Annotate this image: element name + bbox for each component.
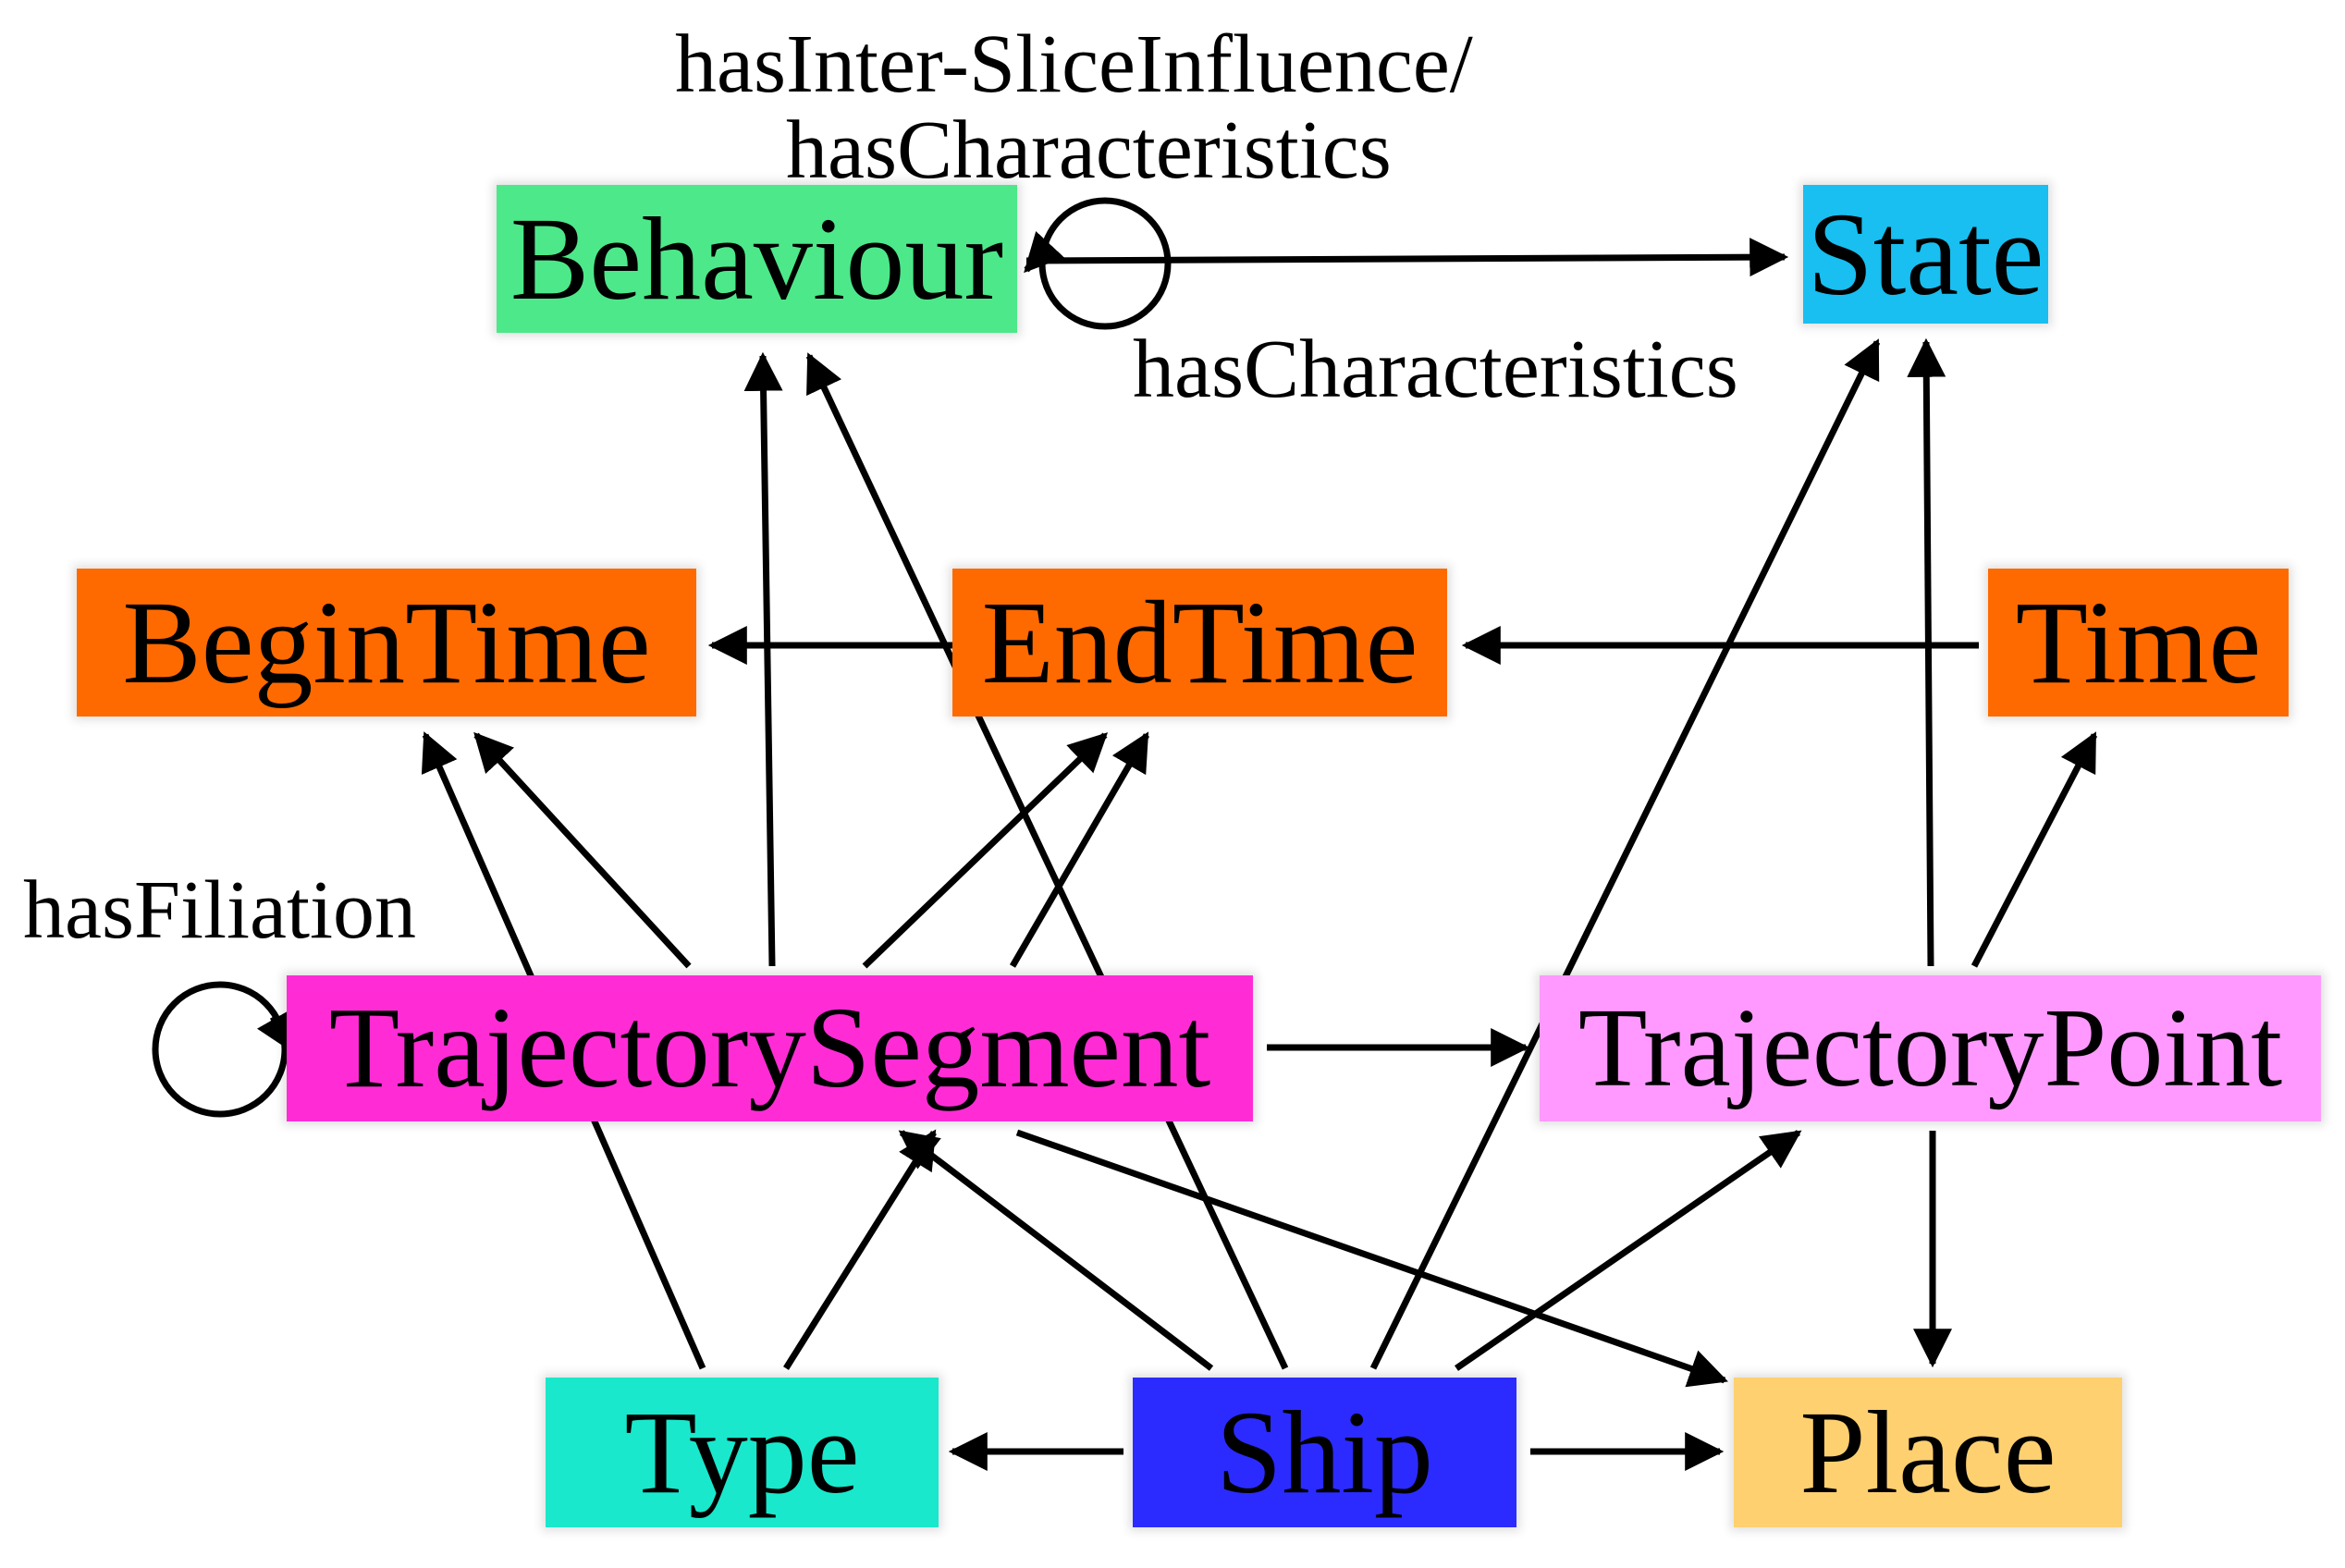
edge-ship-trajpoint [1455,1130,1802,1371]
edge-ship-state [1369,338,1881,1370]
node-time: Time [1988,569,2289,717]
node-begintime: BeginTime [77,569,696,717]
edge-ship-trajseg [898,1130,1214,1371]
edge-trajseg-behaviour [743,351,783,967]
edge-trajseg-place [1015,1129,1728,1388]
edge-label-inter-slice-influence: hasInter-SliceInfluence/ [675,18,1473,110]
edge-ship-endtime [1009,731,1150,968]
trajectory-segment-self-loop [152,981,289,1118]
edge-trajseg-endtime [862,732,1109,969]
edge-trajseg-begintime [473,731,692,969]
edge-trajpoint-time [1971,731,2098,968]
node-type: Type [546,1378,939,1527]
node-place: Place [1734,1378,2122,1527]
edge-trajpoint-state [1907,337,1946,967]
edge-label-has-characteristics-self: hasCharacteristics [786,104,1392,196]
edge-type-trajseg [783,1129,937,1370]
node-trajectory-segment: TrajectorySegment [287,975,1253,1121]
edge-behaviour-state [1025,238,1789,277]
node-ship: Ship [1133,1378,1516,1527]
node-trajectory-point: TrajectoryPoint [1540,975,2321,1121]
node-endtime: EndTime [952,569,1447,717]
edge-label-has-filiation: hasFiliation [23,864,416,956]
edge-label-has-characteristics: hasCharacteristics [1133,324,1738,415]
node-state: State [1803,185,2048,324]
node-behaviour: Behaviour [497,185,1017,333]
